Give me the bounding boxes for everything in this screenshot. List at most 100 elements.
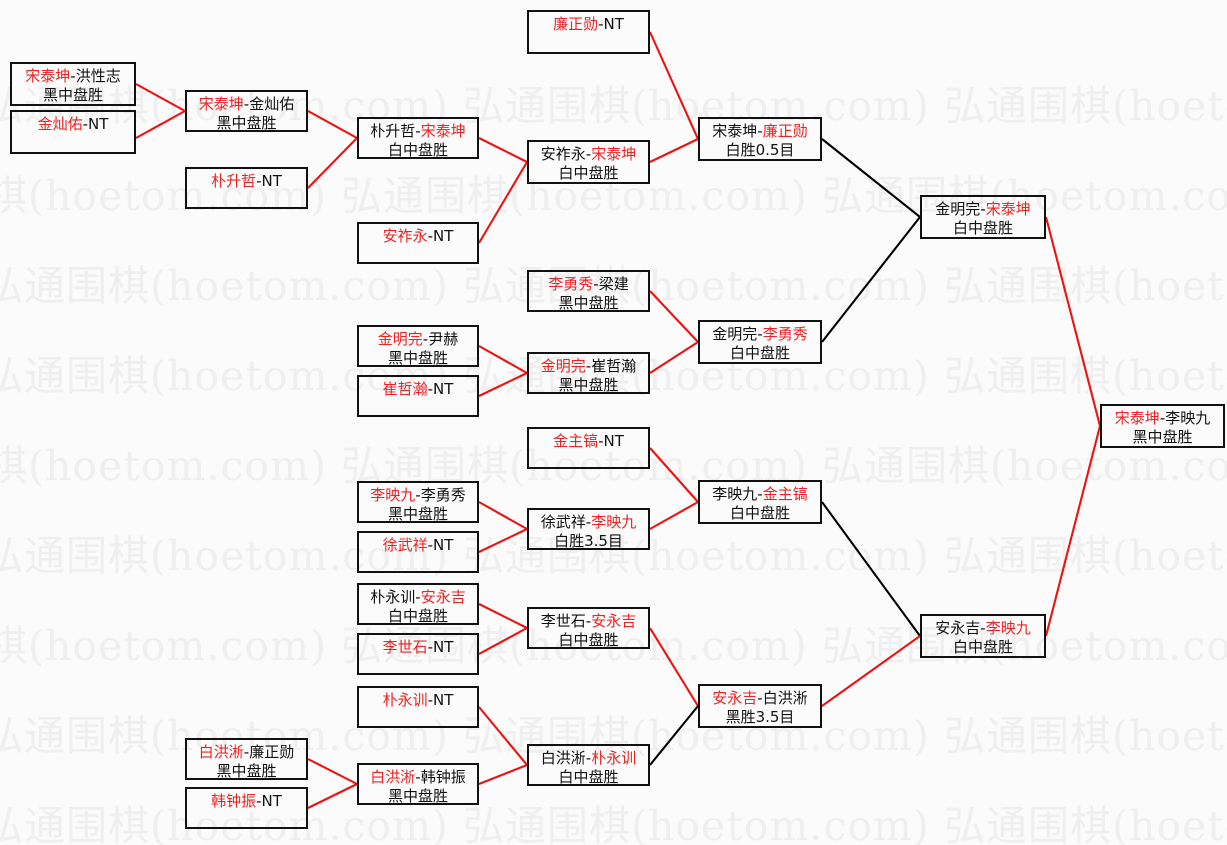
match-result: 白胜0.5目 bbox=[725, 141, 795, 159]
player-separator: - bbox=[243, 743, 250, 761]
match-node[interactable]: 宋泰坤-金灿佑黑中盘胜 bbox=[185, 90, 308, 132]
match-node[interactable]: 朴永训-安永吉白中盘胜 bbox=[357, 583, 479, 625]
player-separator: - bbox=[980, 200, 986, 218]
match-players: 金明完-尹赫 bbox=[359, 330, 477, 349]
match-node[interactable]: 白洪淅-韩钟振黑中盘胜 bbox=[357, 763, 479, 805]
player-separator: - bbox=[427, 227, 434, 245]
match-node[interactable]: 安永吉-李映九白中盘胜 bbox=[920, 614, 1046, 658]
match-node[interactable]: 徐武祥-NT bbox=[357, 531, 479, 573]
match-result: 白中盘胜 bbox=[729, 504, 790, 522]
match-result: 黑中盘胜 bbox=[216, 762, 277, 780]
player-two: NT bbox=[603, 15, 624, 33]
bracket-connector bbox=[649, 501, 699, 530]
player-separator: - bbox=[256, 792, 262, 810]
player-one: 朴永训 bbox=[382, 691, 428, 709]
match-node[interactable]: 韩钟振-NT bbox=[185, 787, 308, 829]
bracket-connector bbox=[821, 138, 921, 218]
bracket-connector bbox=[1044, 216, 1102, 427]
match-players: 金主镐-NT bbox=[529, 432, 648, 451]
player-one: 金明完 bbox=[935, 200, 981, 218]
match-players: 朴永训-NT bbox=[359, 691, 477, 710]
match-node[interactable]: 宋泰坤-廉正勋白胜0.5目 bbox=[698, 117, 822, 161]
match-players: 宋泰坤-李映九 bbox=[1102, 409, 1223, 428]
player-separator: - bbox=[256, 172, 262, 190]
match-node[interactable]: 朴升哲-NT bbox=[185, 167, 308, 209]
player-two: 李勇秀 bbox=[762, 325, 808, 343]
bracket-connector bbox=[478, 137, 528, 163]
bracket-connector bbox=[478, 501, 528, 530]
match-players: 安祚永-宋泰坤 bbox=[529, 145, 648, 164]
player-two: 金灿佑 bbox=[249, 95, 295, 113]
match-node[interactable]: 白洪淅-朴永训白中盘胜 bbox=[527, 744, 650, 786]
player-separator: - bbox=[415, 486, 421, 504]
player-separator: - bbox=[585, 513, 592, 531]
match-node[interactable]: 安永吉-白洪淅黑胜3.5目 bbox=[698, 684, 822, 728]
match-node[interactable]: 金明完-崔哲瀚黑中盘胜 bbox=[527, 352, 650, 394]
match-node[interactable]: 崔哲瀚-NT bbox=[357, 375, 479, 417]
match-players: 白洪淅-廉正勋 bbox=[187, 743, 306, 762]
match-players: 李世石-NT bbox=[359, 638, 477, 657]
bracket-connector bbox=[649, 290, 699, 343]
match-players: 韩钟振-NT bbox=[187, 792, 306, 811]
match-node[interactable]: 李世石-安永吉白中盘胜 bbox=[527, 607, 650, 649]
player-two: NT bbox=[261, 172, 282, 190]
bracket-connector bbox=[649, 705, 699, 766]
player-one: 安永吉 bbox=[712, 689, 758, 707]
player-separator: - bbox=[757, 325, 763, 343]
match-node[interactable]: 宋泰坤-洪性志黑中盘胜 bbox=[10, 62, 136, 106]
match-result: 黑中盘胜 bbox=[1132, 428, 1193, 446]
player-separator: - bbox=[415, 768, 421, 786]
match-node[interactable]: 宋泰坤-李映九黑中盘胜 bbox=[1100, 404, 1225, 448]
player-one: 金明完 bbox=[712, 325, 758, 343]
match-node[interactable]: 朴升哲-宋泰坤白中盘胜 bbox=[357, 117, 479, 159]
bracket-connector bbox=[649, 341, 699, 374]
player-one: 白洪淅 bbox=[540, 749, 586, 767]
match-node[interactable]: 李勇秀-梁建黑中盘胜 bbox=[527, 270, 650, 312]
match-players: 宋泰坤-廉正勋 bbox=[700, 122, 820, 141]
bracket-connector bbox=[478, 345, 528, 374]
player-separator: - bbox=[585, 145, 592, 163]
bracket-connector bbox=[135, 83, 186, 112]
bracket-connector bbox=[307, 110, 358, 139]
match-node[interactable]: 廉正勋-NT bbox=[527, 10, 650, 54]
bracket-connector bbox=[649, 31, 699, 140]
bracket-connector bbox=[821, 216, 921, 343]
match-node[interactable]: 安祚永-宋泰坤白中盘胜 bbox=[527, 140, 650, 184]
player-two: NT bbox=[88, 115, 109, 133]
player-separator: - bbox=[243, 95, 250, 113]
player-two: 金主镐 bbox=[762, 485, 808, 503]
player-two: 韩钟振 bbox=[420, 768, 466, 786]
bracket-connector bbox=[307, 137, 358, 189]
match-node[interactable]: 安祚永-NT bbox=[357, 222, 479, 264]
match-node[interactable]: 朴永训-NT bbox=[357, 686, 479, 728]
player-separator: - bbox=[757, 122, 763, 140]
bracket-connector bbox=[478, 627, 528, 655]
match-players: 安祚永-NT bbox=[359, 227, 477, 246]
player-two: 安永吉 bbox=[591, 612, 637, 630]
match-node[interactable]: 白洪淅-廉正勋黑中盘胜 bbox=[185, 738, 308, 780]
player-one: 安祚永 bbox=[382, 227, 428, 245]
player-one: 朴永训 bbox=[370, 588, 416, 606]
match-node[interactable]: 李映九-李勇秀黑中盘胜 bbox=[357, 481, 479, 523]
match-players: 廉正勋-NT bbox=[529, 15, 648, 34]
match-node[interactable]: 李映九-金主镐白中盘胜 bbox=[698, 480, 822, 524]
match-node[interactable]: 徐武祥-李映九白胜3.5目 bbox=[527, 508, 650, 550]
match-node[interactable]: 金明完-宋泰坤白中盘胜 bbox=[920, 195, 1046, 239]
bracket-connector bbox=[821, 501, 921, 637]
player-one: 宋泰坤 bbox=[1114, 409, 1160, 427]
match-node[interactable]: 金明完-尹赫黑中盘胜 bbox=[357, 325, 479, 367]
bracket-connector bbox=[478, 603, 528, 629]
match-node[interactable]: 金灿佑-NT bbox=[10, 110, 136, 154]
bracket-connector bbox=[478, 706, 528, 766]
player-two: 廉正勋 bbox=[762, 122, 808, 140]
match-players: 朴升哲-宋泰坤 bbox=[359, 122, 477, 141]
match-node[interactable]: 李世石-NT bbox=[357, 633, 479, 675]
match-players: 金明完-李勇秀 bbox=[700, 325, 820, 344]
match-node[interactable]: 金主镐-NT bbox=[527, 427, 650, 469]
match-players: 李映九-金主镐 bbox=[700, 485, 820, 504]
match-players: 徐武祥-李映九 bbox=[529, 513, 648, 532]
match-node[interactable]: 金明完-李勇秀白中盘胜 bbox=[698, 320, 822, 364]
player-one: 徐武祥 bbox=[540, 513, 586, 531]
player-one: 白洪淅 bbox=[198, 743, 244, 761]
player-two: NT bbox=[603, 432, 624, 450]
